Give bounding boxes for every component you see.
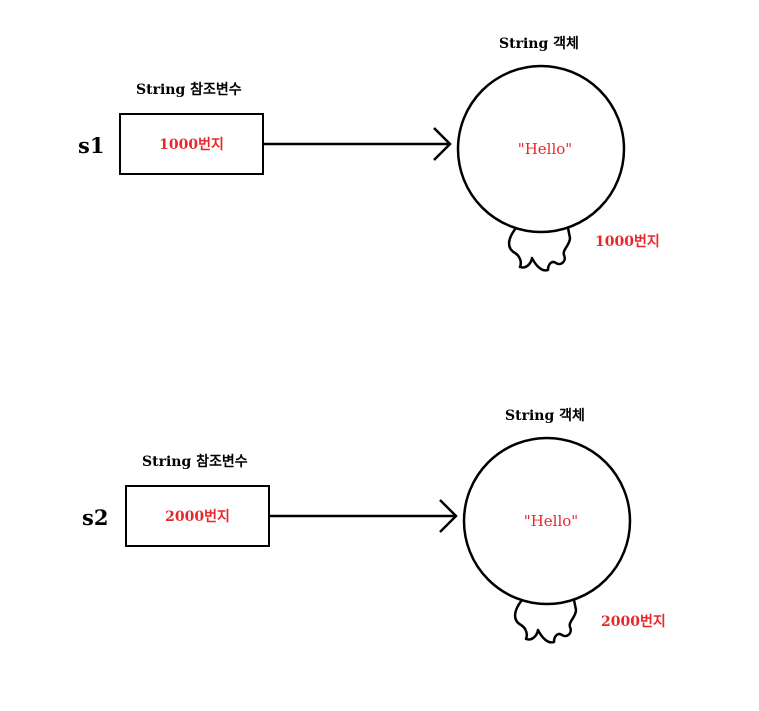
var-name-s2: s2 <box>82 505 109 530</box>
object-circle-bottom <box>462 436 632 606</box>
ref-box-bottom: 2000번지 <box>125 485 270 547</box>
arrow-bottom <box>269 499 458 533</box>
object-circle-top <box>456 64 626 234</box>
arrow-top <box>263 127 452 161</box>
object-address-bottom: 2000번지 <box>601 614 666 630</box>
ref-box-top: 1000번지 <box>119 113 264 175</box>
object-value-top: "Hello" <box>517 140 573 158</box>
ref-caption-top: String 참조변수 <box>136 82 242 98</box>
address-tail-top <box>507 227 572 272</box>
object-address-top: 1000번지 <box>595 234 660 250</box>
object-caption-bottom: String 객체 <box>505 408 585 424</box>
ref-value-top: 1000번지 <box>159 137 224 153</box>
address-tail-bottom <box>513 599 578 644</box>
var-name-s1: s1 <box>78 133 105 158</box>
object-value-bottom: "Hello" <box>523 512 579 530</box>
object-caption-top: String 객체 <box>499 36 579 52</box>
ref-caption-bottom: String 참조변수 <box>142 454 248 470</box>
ref-value-bottom: 2000번지 <box>165 509 230 525</box>
